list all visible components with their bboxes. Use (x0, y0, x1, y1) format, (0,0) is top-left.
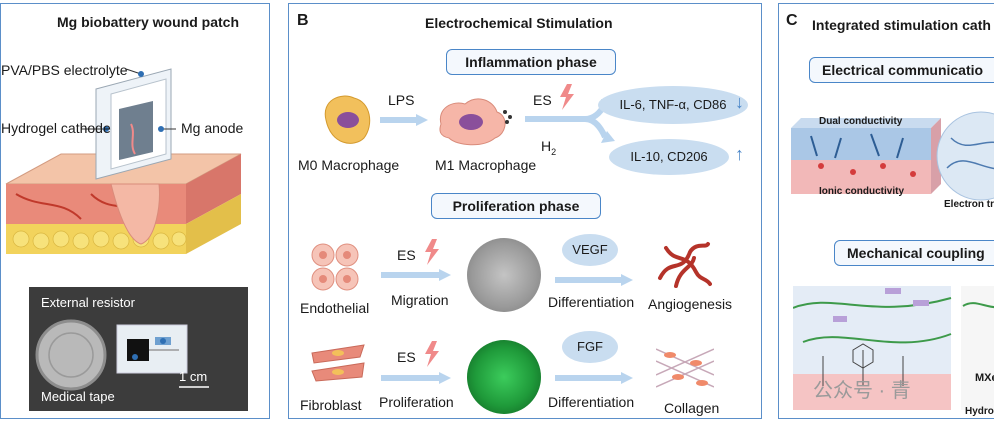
electron-transfer-label: Electron transf (944, 199, 994, 210)
es-label-inflammation: ES (533, 92, 552, 108)
proliferation-label: Proliferation (379, 394, 454, 410)
proliferation-phase-box: Proliferation phase (431, 193, 601, 219)
panel-b-letter: B (297, 12, 309, 29)
conductivity-illustration (791, 111, 994, 201)
migration-micrograph (467, 238, 541, 312)
lightning-icon (560, 84, 574, 110)
m1-macrophage-label: M1 Macrophage (435, 157, 537, 173)
vegf-badge: VEGF (562, 234, 618, 266)
proliferation-micrograph (467, 340, 541, 414)
tape-label: Medical tape (41, 389, 115, 404)
fibroblast-label: Fibroblast (300, 397, 362, 413)
dual-conductivity-label: Dual conductivity (819, 116, 903, 127)
fgf-badge: FGF (562, 331, 618, 363)
lightning-icon (425, 341, 439, 367)
down-arrow-icon: ↓ (735, 92, 744, 112)
collagen-label: Collagen (664, 400, 720, 416)
lightning-icon (425, 239, 439, 265)
vegf-arrow (555, 274, 633, 286)
migration-arrow (381, 269, 451, 281)
endothelial-label: Endothelial (300, 300, 370, 316)
scale-bar-label: 1 cm (179, 369, 208, 384)
es-label-endothelial: ES (397, 247, 416, 263)
proliferation-arrow (381, 372, 451, 384)
panel-b: B Electrochemical Stimulation Inflammati… (288, 3, 762, 419)
panel-a-title: Mg biobattery wound patch (57, 14, 239, 30)
m1-macrophage-icon (439, 98, 512, 146)
ionic-conductivity-label: Ionic conductivity (819, 186, 905, 197)
hydrogel-label: Hydroge (965, 406, 994, 417)
cathode-label: Hydrogel cathode (1, 120, 111, 136)
m0-macrophage-icon (324, 95, 371, 144)
mechanical-coupling-box: Mechanical coupling (834, 240, 994, 266)
fibroblast-cells-icon (311, 344, 365, 382)
endothelial-cells-icon (311, 243, 359, 291)
inflammation-phase-box: Inflammation phase (446, 49, 616, 75)
migration-label: Migration (391, 292, 449, 308)
mechanical-coupling-illustration (793, 286, 994, 410)
electrolyte-label: PVA/PBS electrolyte (1, 62, 128, 78)
angiogenesis-icon (658, 242, 712, 288)
up-arrow-icon: ↑ (735, 144, 744, 164)
device-photo: External resistor Medical tape 1 cm (29, 287, 248, 411)
es-label-fibroblast: ES (397, 349, 416, 365)
anode-label: Mg anode (181, 120, 244, 136)
m0-macrophage-label: M0 Macrophage (298, 157, 400, 173)
upregulated-markers: IL-6, TNF-α, CD86 (598, 86, 748, 124)
h2-label: H2 (541, 138, 557, 157)
differentiation-label-2: Differentiation (548, 394, 635, 410)
resistor-label: External resistor (41, 295, 135, 310)
panel-a: Mg biobattery wound patch PVA/PBS e (0, 3, 270, 419)
electrical-communication-box: Electrical communicatio (809, 57, 994, 83)
differentiation-label-1: Differentiation (548, 294, 635, 310)
lps-arrow (380, 114, 428, 126)
panel-c: C Integrated stimulation cath Electrical… (778, 3, 994, 419)
angiogenesis-label: Angiogenesis (648, 296, 733, 312)
collagen-icon (656, 348, 714, 388)
watermark-text: 公众号 · 青 (813, 380, 911, 402)
panel-c-letter: C (786, 12, 798, 29)
mxene-label: MXe (975, 372, 994, 384)
lps-label: LPS (388, 92, 415, 108)
panel-b-title: Electrochemical Stimulation (425, 15, 613, 31)
downregulated-markers: IL-10, CD206 (609, 139, 729, 175)
panel-c-title: Integrated stimulation cath (812, 17, 991, 33)
wound-patch-illustration (5, 68, 242, 254)
fgf-arrow (555, 372, 633, 384)
